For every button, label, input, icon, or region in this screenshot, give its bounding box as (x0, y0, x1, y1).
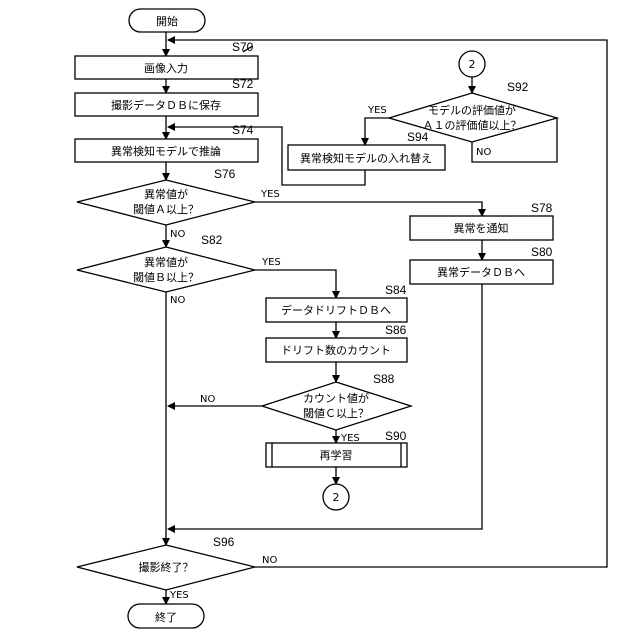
s92-line2: Ａ１の評価値以上？ (423, 118, 522, 132)
s84-text: データドリフトＤＢへ (281, 303, 391, 317)
connector-bottom: 2 (323, 484, 349, 510)
s82-line1: 異常値が (144, 255, 188, 269)
s88-line1: カウント値が (303, 391, 369, 405)
s76-line2: 閾値Ａ以上？ (133, 203, 199, 216)
s70-id: S70 (232, 40, 254, 54)
s90-text: 再学習 (320, 448, 353, 462)
s92-id: S92 (507, 80, 529, 94)
s80-id: S80 (531, 245, 553, 259)
s70-text: 画像入力 (144, 62, 188, 75)
process-s94: 異常検知モデルの入れ替え S94 (288, 130, 445, 170)
s78-id: S78 (531, 201, 553, 215)
s88-no-label: NO (200, 394, 215, 405)
s96-yes-label: YES (169, 590, 189, 601)
s94-id: S94 (407, 130, 429, 144)
s94-text: 異常検知モデルの入れ替え (300, 151, 432, 165)
s76-line1: 異常値が (144, 187, 188, 201)
connector-top-label: 2 (469, 58, 476, 71)
s72-text: 撮影データＤＢに保存 (111, 98, 221, 112)
s74-id: S74 (232, 123, 254, 137)
s88-line2: 閾値Ｃ以上？ (303, 407, 369, 420)
s82-id: S82 (201, 233, 223, 247)
s78-text: 異常を通知 (454, 221, 509, 235)
s82-yes-label: YES (261, 257, 281, 268)
end-label: 終了 (155, 610, 177, 624)
s88-yes-label: YES (340, 433, 360, 444)
s72-id: S72 (232, 77, 254, 91)
s88-id: S88 (373, 372, 395, 386)
s82-line2: 閾値Ｂ以上？ (133, 271, 199, 284)
s76-id: S76 (214, 167, 236, 181)
s96-text: 撮影終了？ (139, 560, 194, 574)
s92-no-label: NO (476, 147, 491, 158)
connector-top: 2 (459, 51, 485, 77)
s76-no-label: NO (170, 229, 185, 240)
s86-text: ドリフト数のカウント (281, 344, 391, 357)
s82-no-label: NO (170, 295, 185, 306)
s84-id: S84 (385, 283, 407, 297)
s92-line1: モデルの評価値が (428, 103, 516, 117)
s96-id: S96 (213, 535, 235, 549)
start-label: 開始 (156, 14, 178, 28)
s86-id: S86 (385, 323, 407, 337)
end-terminal: 終了 (128, 604, 204, 628)
s76-yes-label: YES (260, 189, 280, 200)
connector-bottom-label: 2 (333, 491, 340, 504)
s90-id: S90 (385, 429, 407, 443)
s92-yes-label: YES (367, 105, 387, 116)
start-terminal: 開始 (129, 9, 205, 32)
s96-no-label: NO (262, 555, 277, 566)
s80-text: 異常データＤＢへ (437, 265, 525, 279)
s74-text: 異常検知モデルで推論 (111, 144, 221, 158)
